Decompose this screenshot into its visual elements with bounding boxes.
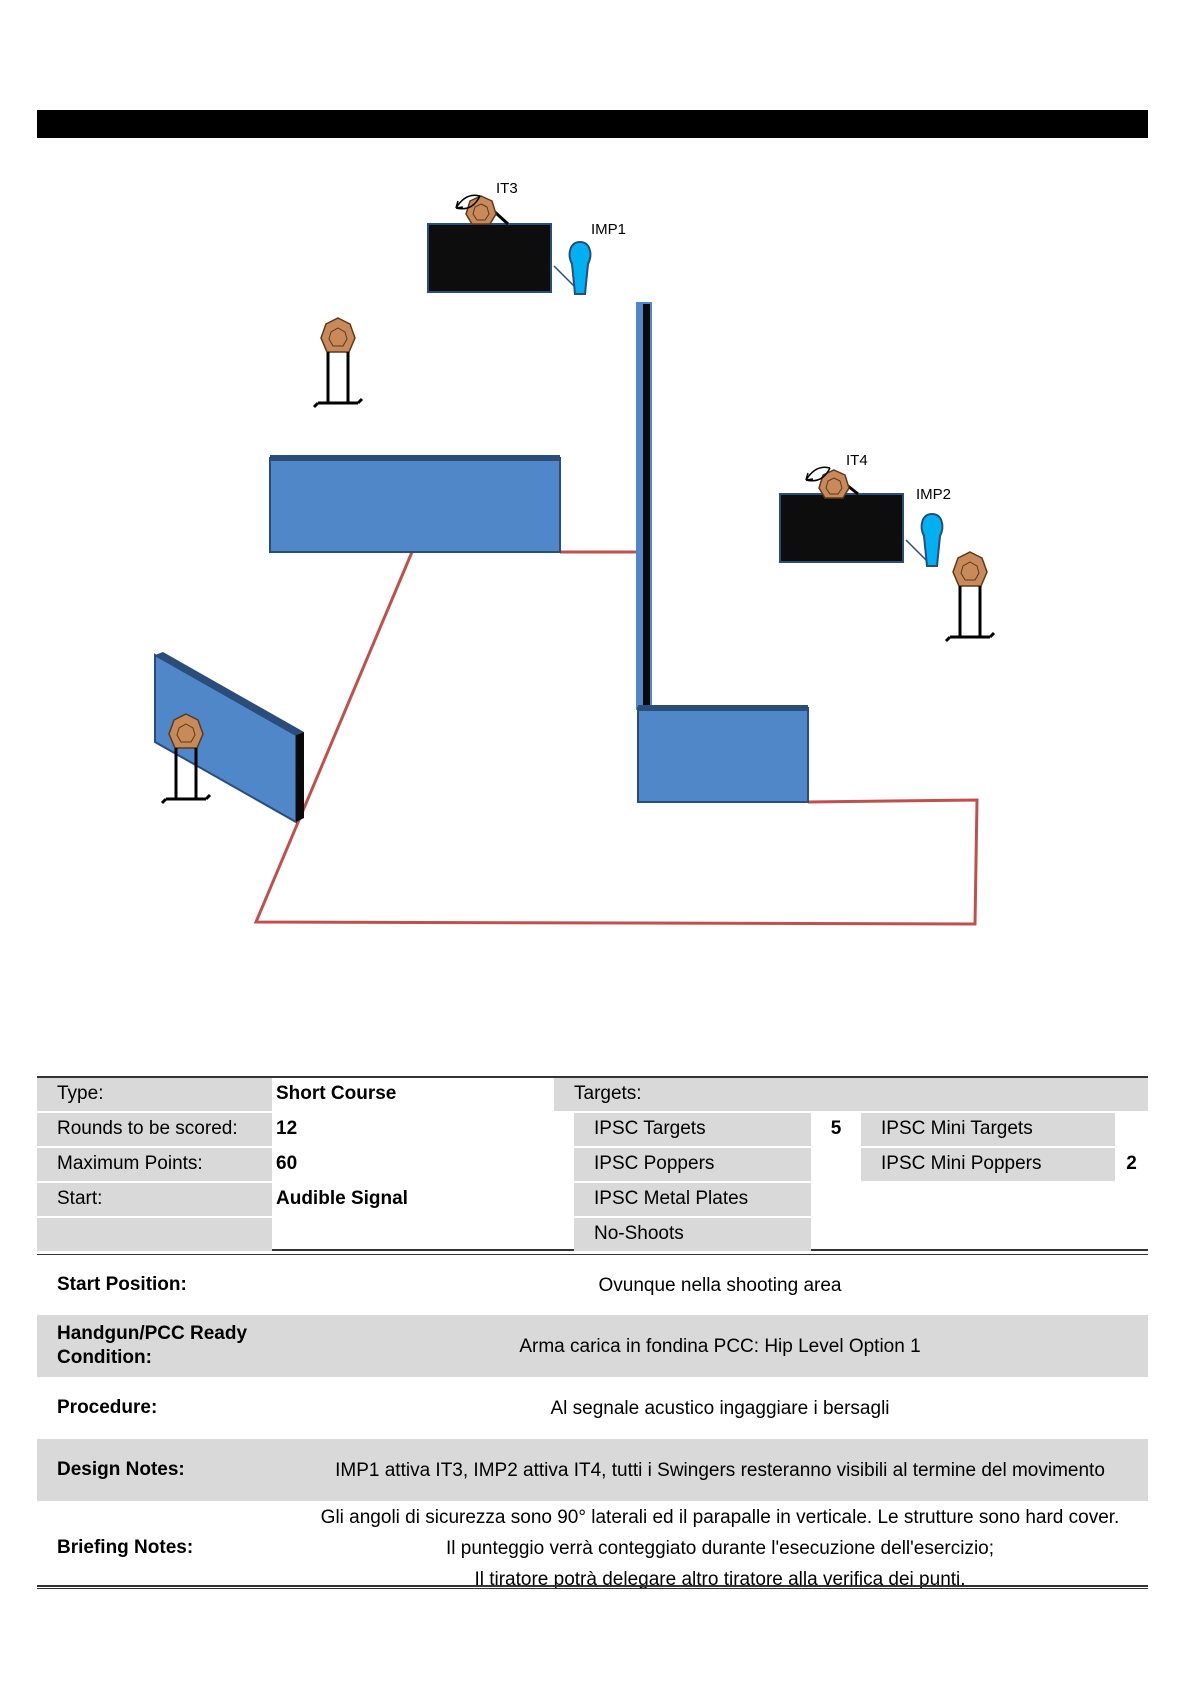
type-label: Type:: [37, 1078, 272, 1111]
notes-bottom-rule: [37, 1585, 1148, 1589]
start-position-label: Start Position:: [57, 1274, 187, 1295]
briefing-line: Gli angoli di sicurezza sono 90° lateral…: [320, 1506, 1120, 1528]
ipsc-target-upper-left: [312, 317, 364, 409]
stage-notes: Start Position: Ovunque nella shooting a…: [37, 1255, 1148, 1595]
empty-cell: [37, 1218, 272, 1251]
label-imp2: IMP2: [916, 486, 951, 503]
procedure-value: Al segnale acustico ingaggiare i bersagl…: [550, 1397, 890, 1419]
stage-info-table: Type: Short Course Targets: Rounds to be…: [37, 1076, 1148, 1255]
ipsc-metal-plates-label: IPSC Metal Plates: [574, 1183, 811, 1216]
briefing-line: Il tiratore potrà delegare altro tirator…: [474, 1568, 966, 1590]
briefing-notes-label: Briefing Notes:: [57, 1537, 194, 1558]
fault-lines: [253, 550, 979, 926]
start-position-value: Ovunque nella shooting area: [598, 1274, 842, 1296]
start-label: Start:: [37, 1183, 272, 1216]
label-imp1: IMP1: [591, 221, 626, 238]
swinger-it4: [805, 466, 859, 499]
swinger-arrow-icon: [455, 194, 481, 210]
design-notes-row: Design Notes: IMP1 attiva IT3, IMP2 atti…: [37, 1439, 1148, 1501]
points-label: Maximum Points:: [37, 1148, 272, 1181]
mini-poppers-label: IPSC Mini Poppers: [861, 1148, 1115, 1181]
design-notes-value: IMP1 attiva IT3, IMP2 attiva IT4, tutti …: [335, 1459, 1105, 1481]
fault-line-left: [253, 551, 979, 926]
ready-condition-row: Handgun/PCC Ready Condition: Arma carica…: [37, 1315, 1148, 1377]
briefing-notes-value: Gli angoli di sicurezza sono 90° lateral…: [292, 1502, 1148, 1595]
wall-angled-left: [154, 652, 304, 824]
swinger-it3: [455, 194, 510, 226]
start-value: Audible Signal: [276, 1188, 408, 1209]
mini-popper-imp1: [553, 240, 592, 295]
procedure-label: Procedure:: [57, 1397, 158, 1418]
procedure-row: Procedure: Al segnale acustico ingaggiar…: [37, 1377, 1148, 1439]
ipsc-targets-value: 5: [830, 1118, 842, 1139]
ready-condition-label: Handgun/PCC Ready Condition:: [57, 1323, 248, 1368]
ipsc-target-right: [944, 551, 996, 643]
start-position-row: Start Position: Ovunque nella shooting a…: [37, 1255, 1148, 1315]
points-value: 60: [276, 1153, 298, 1174]
ready-condition-value: Arma carica in fondina PCC: Hip Level Op…: [519, 1335, 921, 1357]
label-it4: IT4: [846, 452, 868, 469]
rounds-label: Rounds to be scored:: [37, 1113, 272, 1146]
type-value: Short Course: [276, 1083, 397, 1104]
no-shoots-label: No-Shoots: [574, 1218, 811, 1251]
mini-poppers-value: 2: [1126, 1153, 1137, 1174]
targets-label: Targets:: [554, 1078, 1148, 1111]
vertical-wall: [636, 302, 652, 710]
mini-targets-label: IPSC Mini Targets: [861, 1113, 1115, 1146]
ipsc-target-lower-left: [160, 713, 212, 805]
header-bar: [37, 110, 1148, 138]
ipsc-targets-label: IPSC Targets: [574, 1113, 811, 1146]
briefing-notes-row: Briefing Notes: Gli angoli di sicurezza …: [37, 1501, 1148, 1595]
plate-box-upper: [427, 223, 552, 293]
design-notes-label: Design Notes:: [57, 1459, 185, 1480]
swinger-arrow-icon: [805, 466, 831, 482]
wall-lower-right: [637, 705, 809, 803]
label-it3: IT3: [496, 180, 518, 197]
ipsc-poppers-label: IPSC Poppers: [574, 1148, 811, 1181]
briefing-line: Il punteggio verrà conteggiato durante l…: [445, 1537, 995, 1559]
stage-diagram: IT3 IT4 IMP1 IMP2: [154, 180, 996, 926]
plate-box-right: [779, 493, 904, 563]
rounds-value: 12: [276, 1118, 298, 1139]
mini-popper-imp2: [905, 512, 944, 567]
wall-upper: [269, 455, 561, 553]
